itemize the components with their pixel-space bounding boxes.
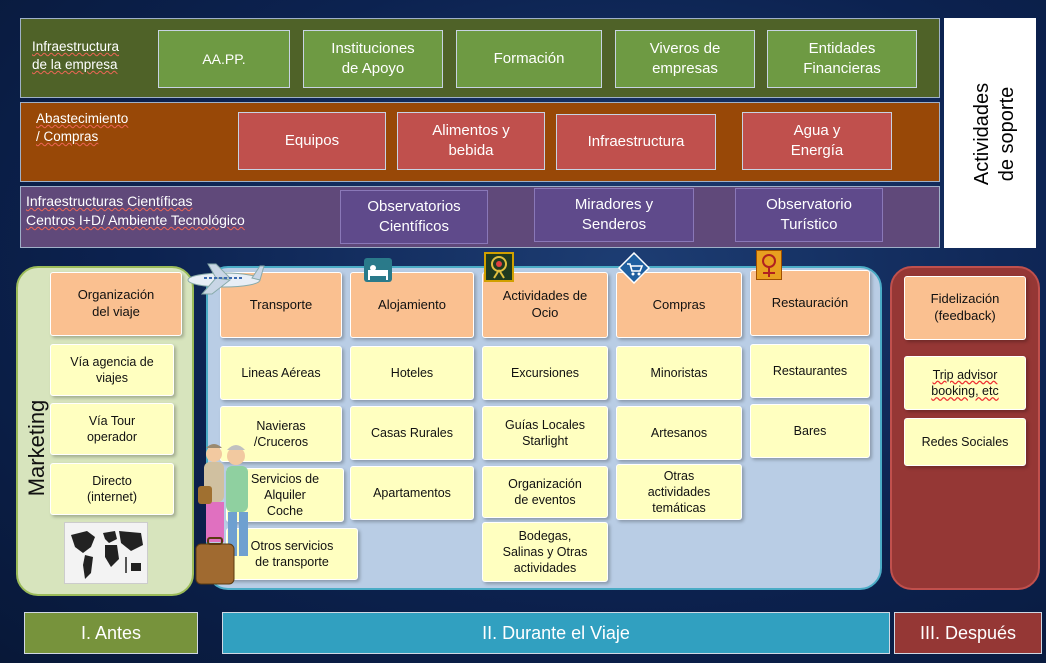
after-item-tripadvisor: Trip advisor booking, etc [904, 356, 1026, 410]
phase-during: II. Durante el Viaje [222, 612, 890, 654]
science-item-miradores: Miradores y Senderos [534, 188, 694, 242]
travelers-illustration [192, 440, 266, 590]
alojamiento-item-casas: Casas Rurales [350, 406, 474, 460]
restauracion-item-bares: Bares [750, 404, 870, 458]
support-vertical-label: Actividades de soporte [971, 82, 1018, 186]
airplane-icon [180, 258, 266, 298]
supply-item-alimentos: Alimentos y bebida [397, 112, 545, 170]
telescope-icon [484, 252, 514, 282]
supply-band-label: Abastecimiento / Compras [36, 111, 129, 145]
ocio-item-eventos: Organización de eventos [482, 466, 608, 518]
supply-item-equipos: Equipos [238, 112, 386, 170]
infra-item-instituciones: Instituciones de Apoyo [303, 30, 443, 88]
marketing-label: Marketing [24, 399, 49, 497]
science-item-turistico: Observatorio Turístico [735, 188, 883, 242]
compras-item-artesanos: Artesanos [616, 406, 742, 460]
after-header: Fidelización (feedback) [904, 276, 1026, 340]
phase-before: I. Antes [24, 612, 198, 654]
world-map-image [64, 522, 148, 584]
marketing-item-agencia: Vía agencia de viajes [50, 344, 174, 396]
compras-item-otras: Otras actividades temáticas [616, 464, 742, 520]
supply-item-infraestructura: Infraestructura [556, 114, 716, 170]
after-item-redes: Redes Sociales [904, 418, 1026, 466]
during-header-alojamiento: Alojamiento [350, 272, 474, 338]
phase-after: III. Después [894, 612, 1042, 654]
science-item-observatorios: Observatorios Científicos [340, 190, 488, 244]
transporte-item-lineas: Lineas Aéreas [220, 346, 342, 400]
marketing-item-touroperador: Vía Tour operador [50, 403, 174, 455]
during-header-ocio: Actividades de Ocio [482, 272, 608, 338]
marketing-header: Organización del viaje [50, 272, 182, 336]
compras-item-minoristas: Minoristas [616, 346, 742, 400]
infra-item-aapp: AA.PP. [158, 30, 290, 88]
shopping-cart-icon [617, 251, 651, 285]
support-label-bg [944, 18, 1036, 248]
alojamiento-item-apartamentos: Apartamentos [350, 466, 474, 520]
ocio-item-guias: Guías Locales Starlight [482, 406, 608, 460]
infra-item-viveros: Viveros de empresas [615, 30, 755, 88]
bed-icon [364, 258, 392, 282]
infra-item-formacion: Formación [456, 30, 602, 88]
transporte-item-navieras: Navieras /Cruceros [220, 406, 342, 462]
science-band-label: Infraestructuras Científicas Centros I+D… [26, 193, 245, 228]
ocio-item-excursiones: Excursiones [482, 346, 608, 400]
during-header-compras: Compras [616, 272, 742, 338]
supply-item-agua: Agua y Energía [742, 112, 892, 170]
marketing-item-directo: Directo (internet) [50, 463, 174, 515]
infra-band-label: Infraestructura de la empresa [32, 39, 120, 73]
restauracion-item-restaurantes: Restaurantes [750, 344, 870, 398]
restaurant-icon [756, 250, 782, 280]
during-header-restauracion: Restauración [750, 270, 870, 336]
infra-item-financieras: Entidades Financieras [767, 30, 917, 88]
alojamiento-item-hoteles: Hoteles [350, 346, 474, 400]
ocio-item-bodegas: Bodegas, Salinas y Otras actividades [482, 522, 608, 582]
